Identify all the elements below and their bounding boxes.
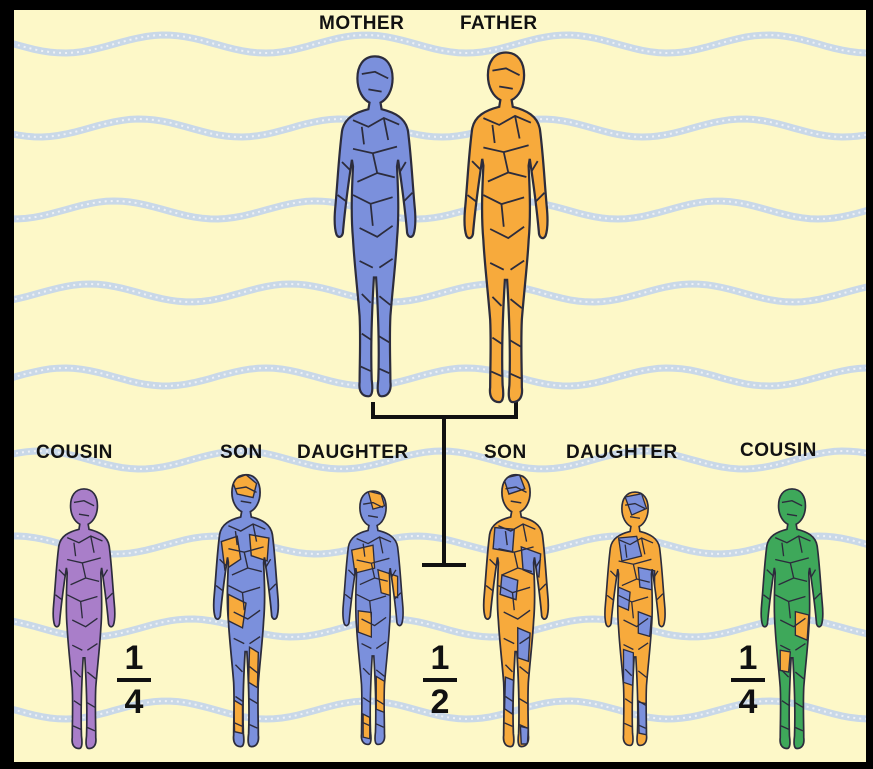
son-right-figure [472,468,560,756]
fraction-right-bar [731,678,765,682]
wave-line [14,119,866,137]
label-father: FATHER [460,13,538,35]
fraction-left-bar [117,678,151,682]
fraction-center: 1 2 [423,640,457,720]
figure-body [465,53,548,403]
figure-body [214,475,279,747]
inherited-patch [780,650,790,672]
daughter-left-figure [332,482,414,756]
inherited-patch [518,628,530,661]
diagram-panel: MOTHER FATHER COUSIN SON DAUGHTER SON DA… [14,10,866,762]
mother-figure [320,48,430,408]
fraction-right: 1 4 [731,640,765,720]
wave-line [14,451,866,469]
label-son-right: SON [484,442,527,464]
inherited-patch [358,611,371,637]
inherited-patch [617,587,630,610]
fraction-center-denominator: 2 [431,683,450,721]
label-daughter-left: DAUGHTER [297,442,409,464]
label-son-left: SON [220,442,263,464]
inherited-patch [234,700,243,733]
label-cousin-left: COUSIN [36,442,113,464]
fraction-right-denominator: 4 [739,683,758,721]
label-mother: MOTHER [319,13,404,35]
son-left-figure [202,468,290,756]
fraction-right-numerator: 1 [739,639,758,677]
figure-body [53,489,115,749]
fraction-center-bar [423,678,457,682]
figure-body [335,56,416,396]
fraction-center-numerator: 1 [431,639,450,677]
inherited-patch [795,612,808,641]
label-cousin-right: COUSIN [740,440,817,462]
fraction-left: 1 4 [117,640,151,720]
father-figure [448,48,564,410]
label-daughter-right: DAUGHTER [566,442,678,464]
inherited-patch [520,726,528,744]
fraction-left-denominator: 4 [125,683,144,721]
inherited-patch [638,702,646,735]
inherited-patch [624,650,634,686]
inherited-patch [363,714,370,739]
inherited-patch [376,676,384,712]
figure-body [761,489,823,749]
cousin-left-figure [42,484,126,756]
figure-body [605,492,665,745]
figure-body [484,475,549,747]
figure-body [343,491,403,744]
fraction-left-numerator: 1 [125,639,144,677]
daughter-right-figure [594,484,676,756]
